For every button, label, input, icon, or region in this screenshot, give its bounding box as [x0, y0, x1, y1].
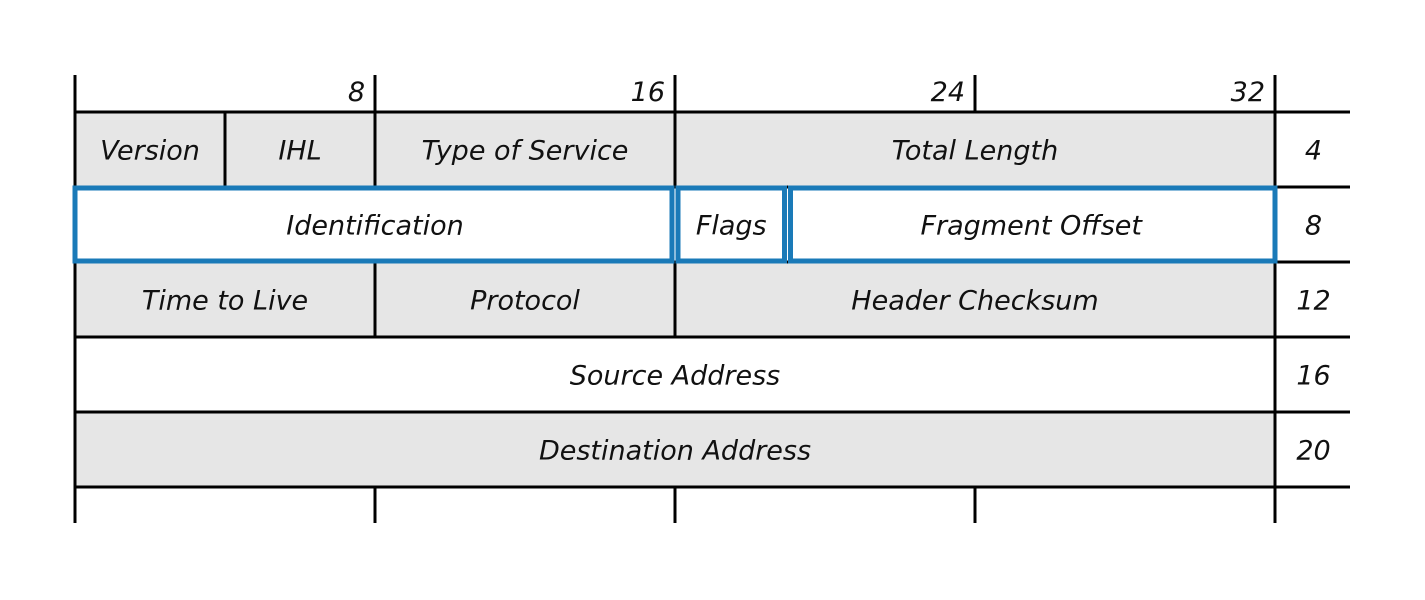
- field-identification: Identification: [286, 211, 463, 242]
- bit-label-8: 8: [348, 77, 365, 108]
- field-total-length: Total Length: [892, 136, 1059, 167]
- bit-label-32: 32: [1231, 77, 1265, 108]
- row-fills: [75, 112, 1275, 487]
- bit-label-16: 16: [631, 77, 665, 108]
- highlight-box-fragment-offset: [788, 185, 1278, 264]
- field-ihl: IHL: [278, 136, 321, 167]
- byte-offset-4: 4: [1305, 136, 1322, 167]
- field-version: Version: [100, 136, 200, 167]
- field-destination-address: Destination Address: [539, 436, 811, 467]
- field-source-address: Source Address: [570, 361, 781, 392]
- row-5-fill: [75, 412, 1275, 487]
- byte-offset-12: 12: [1296, 286, 1330, 317]
- field-header-checksum: Header Checksum: [851, 286, 1098, 317]
- highlight-box-identification: [72, 185, 675, 264]
- bit-label-24: 24: [931, 77, 965, 108]
- field-protocol: Protocol: [470, 286, 580, 317]
- field-type-of-service: Type of Service: [422, 136, 629, 167]
- highlight-layer: [72, 185, 1278, 264]
- row-4-fill: [75, 337, 1275, 412]
- field-time-to-live: Time to Live: [142, 286, 308, 317]
- highlight-box-flags: [675, 185, 787, 264]
- row-2-fill: [75, 187, 1275, 262]
- byte-offset-16: 16: [1296, 361, 1330, 392]
- field-fragment-offset: Fragment Offset: [920, 211, 1143, 242]
- byte-offset-20: 20: [1296, 436, 1330, 467]
- byte-offset-8: 8: [1305, 211, 1322, 242]
- field-flags: Flags: [696, 211, 767, 242]
